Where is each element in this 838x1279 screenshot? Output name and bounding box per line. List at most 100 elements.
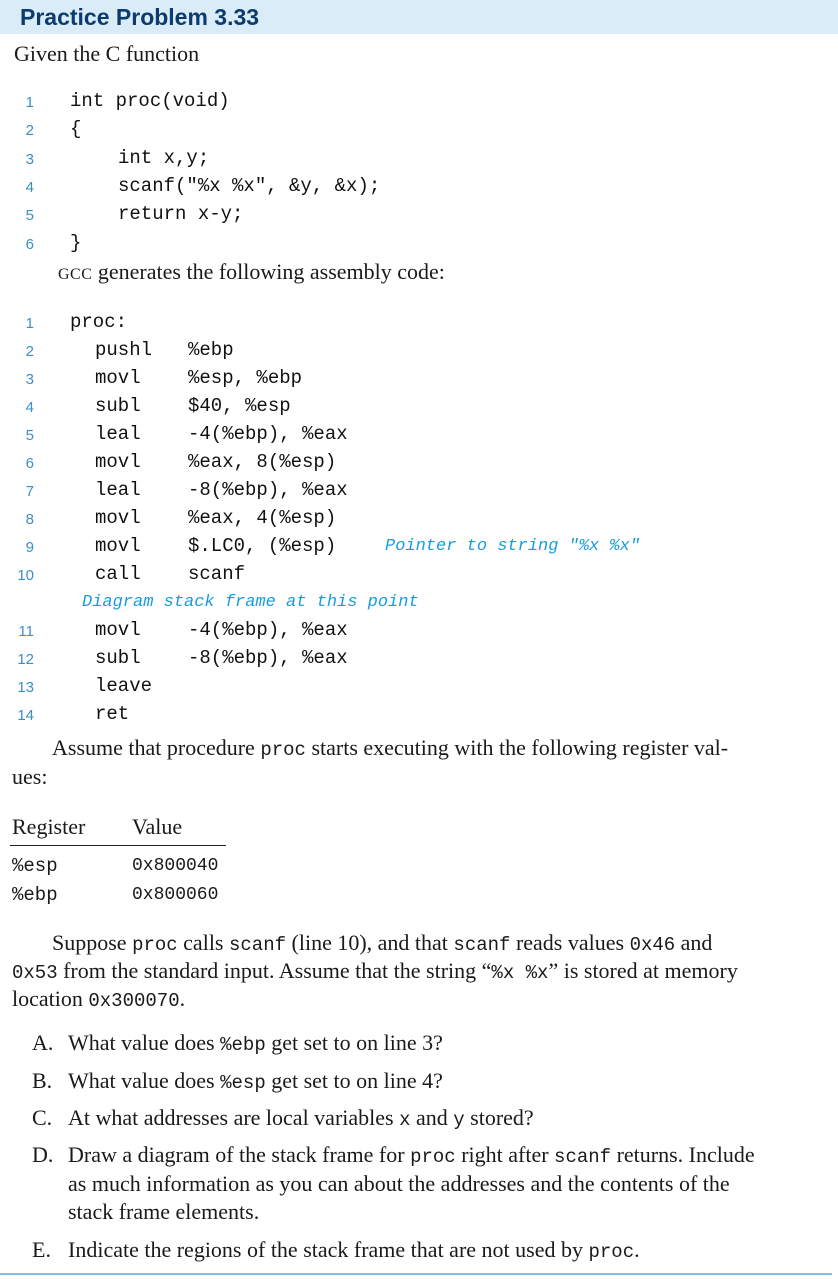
question-letter: D.	[32, 1142, 54, 1167]
code-register: %esp	[220, 1072, 266, 1094]
text: get set to on line 3?	[265, 1030, 443, 1055]
text: (line 10), and that	[286, 930, 454, 955]
text: At what addresses are local variables	[68, 1105, 400, 1130]
text: Indicate the regions of the stack frame …	[68, 1237, 589, 1262]
line-number: 3	[25, 151, 34, 168]
register-value: 0x800040	[132, 856, 219, 876]
paragraph-line: location 0x300070.	[12, 986, 185, 1012]
text: Draw a diagram of the stack frame for	[68, 1142, 411, 1167]
line-number: 13	[17, 679, 34, 696]
code-proc: proc	[132, 934, 178, 956]
code-value: 0x53	[12, 962, 58, 984]
question-d: Draw a diagram of the stack frame for pr…	[68, 1142, 755, 1168]
text: Assume that procedure	[52, 735, 261, 760]
asm-args: $.LC0, (%esp)	[188, 535, 337, 557]
asm-args: -4(%ebp), %eax	[188, 619, 348, 641]
register-name: %esp	[12, 855, 58, 877]
assume-paragraph: Assume that procedure proc starts execut…	[52, 735, 728, 761]
text: .	[634, 1237, 640, 1262]
asm-args: $40, %esp	[188, 395, 291, 417]
asm-op: call	[95, 563, 141, 585]
code-scanf: scanf	[453, 934, 511, 956]
text: stored?	[464, 1105, 534, 1130]
code-var: y	[453, 1109, 465, 1131]
code-line: int proc(void)	[70, 90, 230, 112]
problem-title-bar: Practice Problem 3.33	[0, 0, 838, 34]
register-value: 0x800060	[132, 885, 219, 905]
asm-op: movl	[95, 535, 141, 557]
line-number: 6	[25, 455, 34, 472]
code-scanf: scanf	[229, 934, 287, 956]
question-e: Indicate the regions of the stack frame …	[68, 1237, 640, 1263]
asm-args: -8(%ebp), %eax	[188, 479, 348, 501]
intro-text: Given the C function	[14, 41, 200, 66]
text: What value does	[68, 1068, 221, 1093]
line-number: 14	[17, 707, 34, 724]
text: ” is stored at memory	[548, 958, 738, 983]
line-number: 5	[25, 427, 34, 444]
asm-op: movl	[95, 451, 141, 473]
text: .	[179, 986, 186, 1011]
question-b: What value does %esp get set to on line …	[68, 1068, 443, 1094]
asm-op: movl	[95, 507, 141, 529]
line-number: 1	[25, 94, 34, 111]
line-number: 2	[25, 343, 34, 360]
question-d-line2: as much information as you can about the…	[68, 1171, 730, 1196]
code-scanf: scanf	[554, 1146, 612, 1168]
code-var: x	[399, 1109, 411, 1131]
line-number: 4	[25, 399, 34, 416]
line-number: 11	[18, 623, 34, 640]
question-letter: B.	[32, 1068, 53, 1093]
asm-label: proc:	[70, 311, 128, 333]
code-proc: proc	[260, 739, 306, 761]
code-line: return x-y;	[118, 203, 244, 225]
line-number: 8	[25, 511, 34, 528]
paragraph-line: Suppose proc calls scanf (line 10), and …	[52, 930, 712, 956]
asm-op: movl	[95, 367, 141, 389]
code-line: scanf("%x %x", &y, &x);	[118, 175, 381, 197]
text: and	[410, 1105, 454, 1130]
text: What value does	[68, 1030, 221, 1055]
code-format: %x %x	[491, 962, 549, 984]
asm-op: leave	[95, 675, 153, 697]
asm-args: %ebp	[188, 339, 234, 361]
line-number: 10	[17, 567, 34, 584]
line-number: 7	[25, 483, 34, 500]
assume-paragraph-cont: ues:	[12, 764, 48, 789]
line-number: 2	[25, 122, 34, 139]
line-number: 5	[25, 207, 34, 224]
question-a: What value does %ebp get set to on line …	[68, 1030, 443, 1056]
asm-op: subl	[95, 395, 141, 417]
problem-title: Practice Problem 3.33	[20, 4, 260, 30]
question-letter: A.	[32, 1030, 54, 1055]
text: returns. Include	[611, 1142, 755, 1167]
paragraph-line: 0x53 from the standard input. Assume tha…	[12, 958, 738, 984]
question-d-line3: stack frame elements.	[68, 1199, 260, 1224]
asm-op: pushl	[95, 339, 153, 361]
value-header: Value	[132, 814, 183, 839]
code-address: 0x300070	[88, 990, 180, 1012]
gcc-intro-text: generates the following assembly code:	[92, 259, 445, 284]
asm-op: movl	[95, 619, 141, 641]
asm-args: -8(%ebp), %eax	[188, 647, 348, 669]
line-number: 1	[25, 315, 34, 332]
asm-op: leal	[95, 423, 141, 445]
code-line: }	[70, 232, 82, 254]
line-number: 9	[25, 539, 34, 556]
asm-op: ret	[95, 703, 130, 725]
code-line: {	[70, 118, 82, 140]
asm-args: -4(%ebp), %eax	[188, 423, 348, 445]
line-number: 6	[25, 236, 34, 253]
gcc-intro: GCC generates the following assembly cod…	[58, 259, 445, 285]
table-rule	[10, 845, 226, 846]
code-proc: proc	[588, 1241, 635, 1263]
asm-args: %eax, 4(%esp)	[188, 507, 337, 529]
asm-args: scanf	[188, 563, 246, 585]
text: from the standard input. Assume that the…	[57, 958, 492, 983]
text: starts executing with the following regi…	[305, 735, 729, 760]
code-register: %ebp	[220, 1034, 266, 1056]
text: Suppose	[52, 930, 133, 955]
asm-op: leal	[95, 479, 141, 501]
text: calls	[177, 930, 229, 955]
text: reads values	[510, 930, 630, 955]
